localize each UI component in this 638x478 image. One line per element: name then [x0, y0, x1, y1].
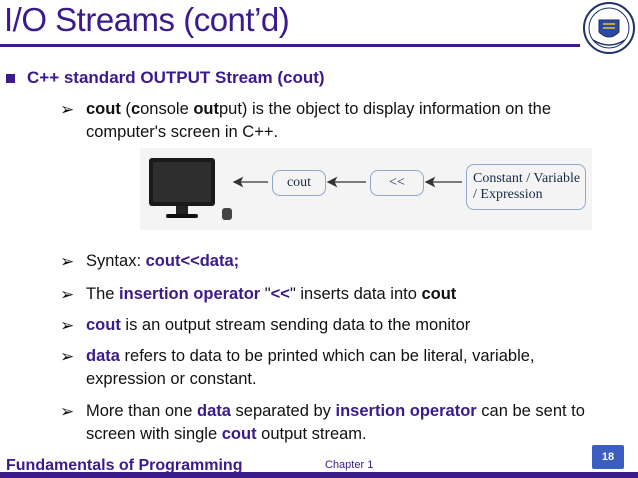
operator-symbol: << [270, 285, 290, 303]
arrow-bullet-icon: ➢ [60, 252, 75, 271]
data-source-line-1: Constant / Variable [473, 171, 581, 186]
chapter-label: Chapter 1 [325, 459, 374, 471]
diagram-graphics [149, 158, 462, 220]
text-fragment: ( [120, 100, 131, 118]
arrow-bullet-icon: ➢ [60, 347, 75, 366]
arrow-bullet-icon: ➢ [60, 285, 75, 304]
page-number-badge: 18 [592, 445, 624, 469]
text-fragment: " [260, 285, 271, 303]
cout-box: cout [272, 170, 326, 196]
data-source-line-2: / Expression [473, 187, 543, 202]
section-heading: C++ standard OUTPUT Stream (cout) [4, 68, 325, 88]
section-heading-text: C++ standard OUTPUT Stream (cout) [27, 68, 325, 87]
footer-bar [0, 472, 638, 478]
term-cout: cout [86, 100, 121, 118]
text-fragment: onsole [140, 100, 194, 118]
bullet-data-definition: ➢ data refers to data to be printed whic… [60, 345, 570, 391]
bullet-text: Syntax: cout<<data; [86, 250, 580, 273]
text-fragment: put) is the object to display informatio… [86, 100, 552, 141]
monitor-icon [149, 158, 232, 220]
term-cout: cout [421, 285, 457, 303]
term-insertion-operator: insertion operator [119, 285, 261, 303]
term-out: out [193, 100, 219, 118]
text-fragment: More than one [86, 402, 197, 420]
arrow-bullet-icon: ➢ [60, 100, 75, 119]
bullet-cout-definition: ➢ cout (console output) is the object to… [60, 98, 620, 144]
title-underline [0, 44, 580, 47]
text-fragment: separated by [230, 402, 336, 420]
cout-flow-diagram: cout << Constant / Variable / Expression [140, 148, 592, 230]
university-seal-icon [583, 2, 635, 54]
term-cout: cout [221, 425, 257, 443]
term-c: c [130, 100, 141, 118]
term-data: data [86, 347, 120, 365]
text-fragment: " inserts data into [289, 285, 422, 303]
bullet-text: cout (console output) is the object to d… [86, 98, 620, 144]
text-fragment: output stream. [256, 425, 367, 443]
data-source-box: Constant / Variable / Expression [466, 164, 586, 210]
term-insertion-operator: insertion operator [335, 402, 477, 420]
bullet-multiple-data: ➢ More than one data separated by insert… [60, 400, 610, 446]
text-fragment: refers to data to be printed which can b… [86, 347, 535, 388]
text-fragment: The [86, 285, 120, 303]
insertion-operator-box: << [370, 170, 424, 196]
bullet-text: More than one data separated by insertio… [86, 400, 610, 446]
term-cout: cout [86, 316, 121, 334]
term-data: data [197, 402, 231, 420]
bullet-output-stream: ➢ cout is an output stream sending data … [60, 314, 600, 337]
bullet-text: cout is an output stream sending data to… [86, 314, 600, 337]
text-fragment: can be sent to screen with single [86, 402, 585, 443]
arrow-bullet-icon: ➢ [60, 402, 75, 421]
text-fragment: is an output stream sending data to the … [120, 316, 471, 334]
bullet-text: The insertion operator "<<" inserts data… [86, 283, 600, 306]
arrow-bullet-icon: ➢ [60, 316, 75, 335]
bullet-syntax: ➢ Syntax: cout<<data; [60, 250, 580, 273]
text-fragment: Syntax: [86, 252, 146, 270]
square-bullet-icon [6, 73, 15, 83]
syntax-code: cout<<data; [145, 252, 240, 270]
slide-title: I/O Streams (cont’d) [4, 1, 290, 38]
bullet-insertion-operator: ➢ The insertion operator "<<" inserts da… [60, 283, 600, 306]
bullet-text: data refers to data to be printed which … [86, 345, 570, 391]
course-title: Fundamentals of Programming [6, 457, 243, 474]
